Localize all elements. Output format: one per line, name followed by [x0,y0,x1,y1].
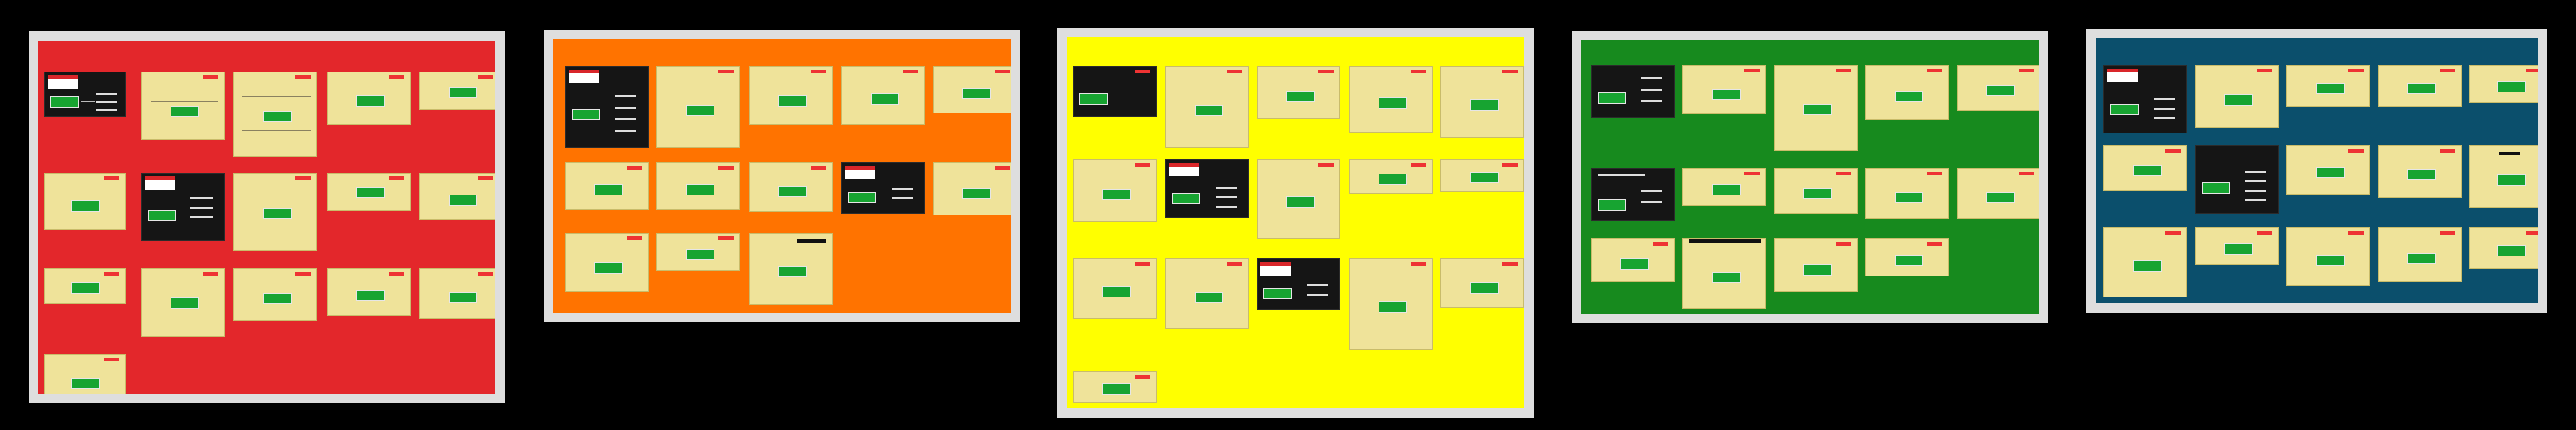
mindmap-card[interactable] [2195,65,2279,128]
mindmap-card[interactable] [656,66,740,148]
board-blue [2086,29,2547,313]
mindmap-card[interactable] [419,268,495,319]
mindmap-card[interactable] [419,72,495,110]
mindmap-card[interactable] [1440,66,1524,138]
mindmap-card[interactable] [1257,258,1340,310]
mindmap-card[interactable] [933,162,1011,215]
mindmap-card[interactable] [1865,238,1949,276]
mindmap-card[interactable] [1257,66,1340,119]
mindmap-card[interactable] [841,162,925,214]
board-red [29,31,505,403]
mindmap-card[interactable] [1257,159,1340,239]
mindmap-card[interactable] [327,268,411,316]
board-yellow [1057,28,1534,418]
board-canvas[interactable] [1067,37,1524,408]
mindmap-card[interactable] [2378,145,2462,198]
board-canvas[interactable] [38,41,495,394]
mindmap-card[interactable] [1774,65,1858,151]
mindmap-card[interactable] [327,173,411,211]
mindmap-card[interactable] [2286,65,2370,107]
mindmap-card[interactable] [44,173,126,230]
mindmap-card[interactable] [1682,238,1766,309]
mindmap-card[interactable] [1774,168,1858,214]
board-canvas[interactable] [1581,40,2039,314]
board-orange [544,30,1020,322]
mindmap-card[interactable] [1349,258,1433,350]
mindmap-card[interactable] [2286,145,2370,195]
mindmap-card[interactable] [1349,159,1433,194]
mindmap-card[interactable] [1774,238,1858,292]
mindmap-card[interactable] [1073,371,1157,403]
mindmap-card[interactable] [1591,168,1675,221]
mindmap-card[interactable] [1682,65,1766,114]
mindmap-card[interactable] [233,173,317,251]
mindmap-card[interactable] [2469,145,2538,208]
mindmap-card[interactable] [233,72,317,157]
mindmap-card[interactable] [1440,159,1524,192]
mindmap-card[interactable] [565,66,649,148]
board-canvas[interactable] [2096,38,2538,303]
mindmap-card[interactable] [565,162,649,210]
mindmap-card[interactable] [565,233,649,292]
mindmap-card[interactable] [2378,227,2462,282]
mindmap-card[interactable] [141,268,225,337]
mindmap-card[interactable] [1591,238,1675,282]
mindmap-card[interactable] [933,66,1011,113]
mindmap-card[interactable] [749,162,833,212]
mindmap-card[interactable] [141,173,225,241]
mindmap-card[interactable] [1073,159,1157,222]
mindmap-card[interactable] [1591,65,1675,118]
mindmap-card[interactable] [44,72,126,117]
mindmap-card[interactable] [327,72,411,125]
board-green [1572,31,2048,323]
mindmap-card[interactable] [419,173,495,220]
mindmap-card[interactable] [2103,227,2187,297]
mindmap-card[interactable] [1165,66,1249,148]
mindmap-card[interactable] [749,233,833,305]
board-canvas[interactable] [553,39,1011,313]
mindmap-card[interactable] [2195,227,2279,265]
mindmap-card[interactable] [2286,227,2370,286]
mindmap-card[interactable] [44,354,126,394]
mindmap-card[interactable] [1957,65,2039,111]
mindmap-card[interactable] [841,66,925,125]
mindmap-card[interactable] [2195,145,2279,214]
mindmap-card[interactable] [1349,66,1433,133]
mindmap-card[interactable] [2103,145,2187,191]
mindmap-card[interactable] [2103,65,2187,133]
mindmap-card[interactable] [1165,159,1249,218]
mindmap-card[interactable] [1957,168,2039,219]
mindmap-card[interactable] [233,268,317,321]
mindmap-card[interactable] [1682,168,1766,206]
mindmap-card[interactable] [2378,65,2462,107]
mindmap-card[interactable] [2469,65,2538,103]
mindmap-card[interactable] [2469,227,2538,269]
mindmap-card[interactable] [1073,66,1157,117]
mindmap-card[interactable] [44,268,126,304]
mindmap-card[interactable] [749,66,833,125]
mindmap-card[interactable] [141,72,225,140]
mindmap-card[interactable] [656,233,740,271]
mindmap-card[interactable] [1165,258,1249,329]
mindmap-card[interactable] [656,162,740,210]
mindmap-card[interactable] [1073,258,1157,319]
mindmap-card[interactable] [1865,65,1949,120]
mindmap-card[interactable] [1440,258,1524,308]
mindmap-card[interactable] [1865,168,1949,219]
